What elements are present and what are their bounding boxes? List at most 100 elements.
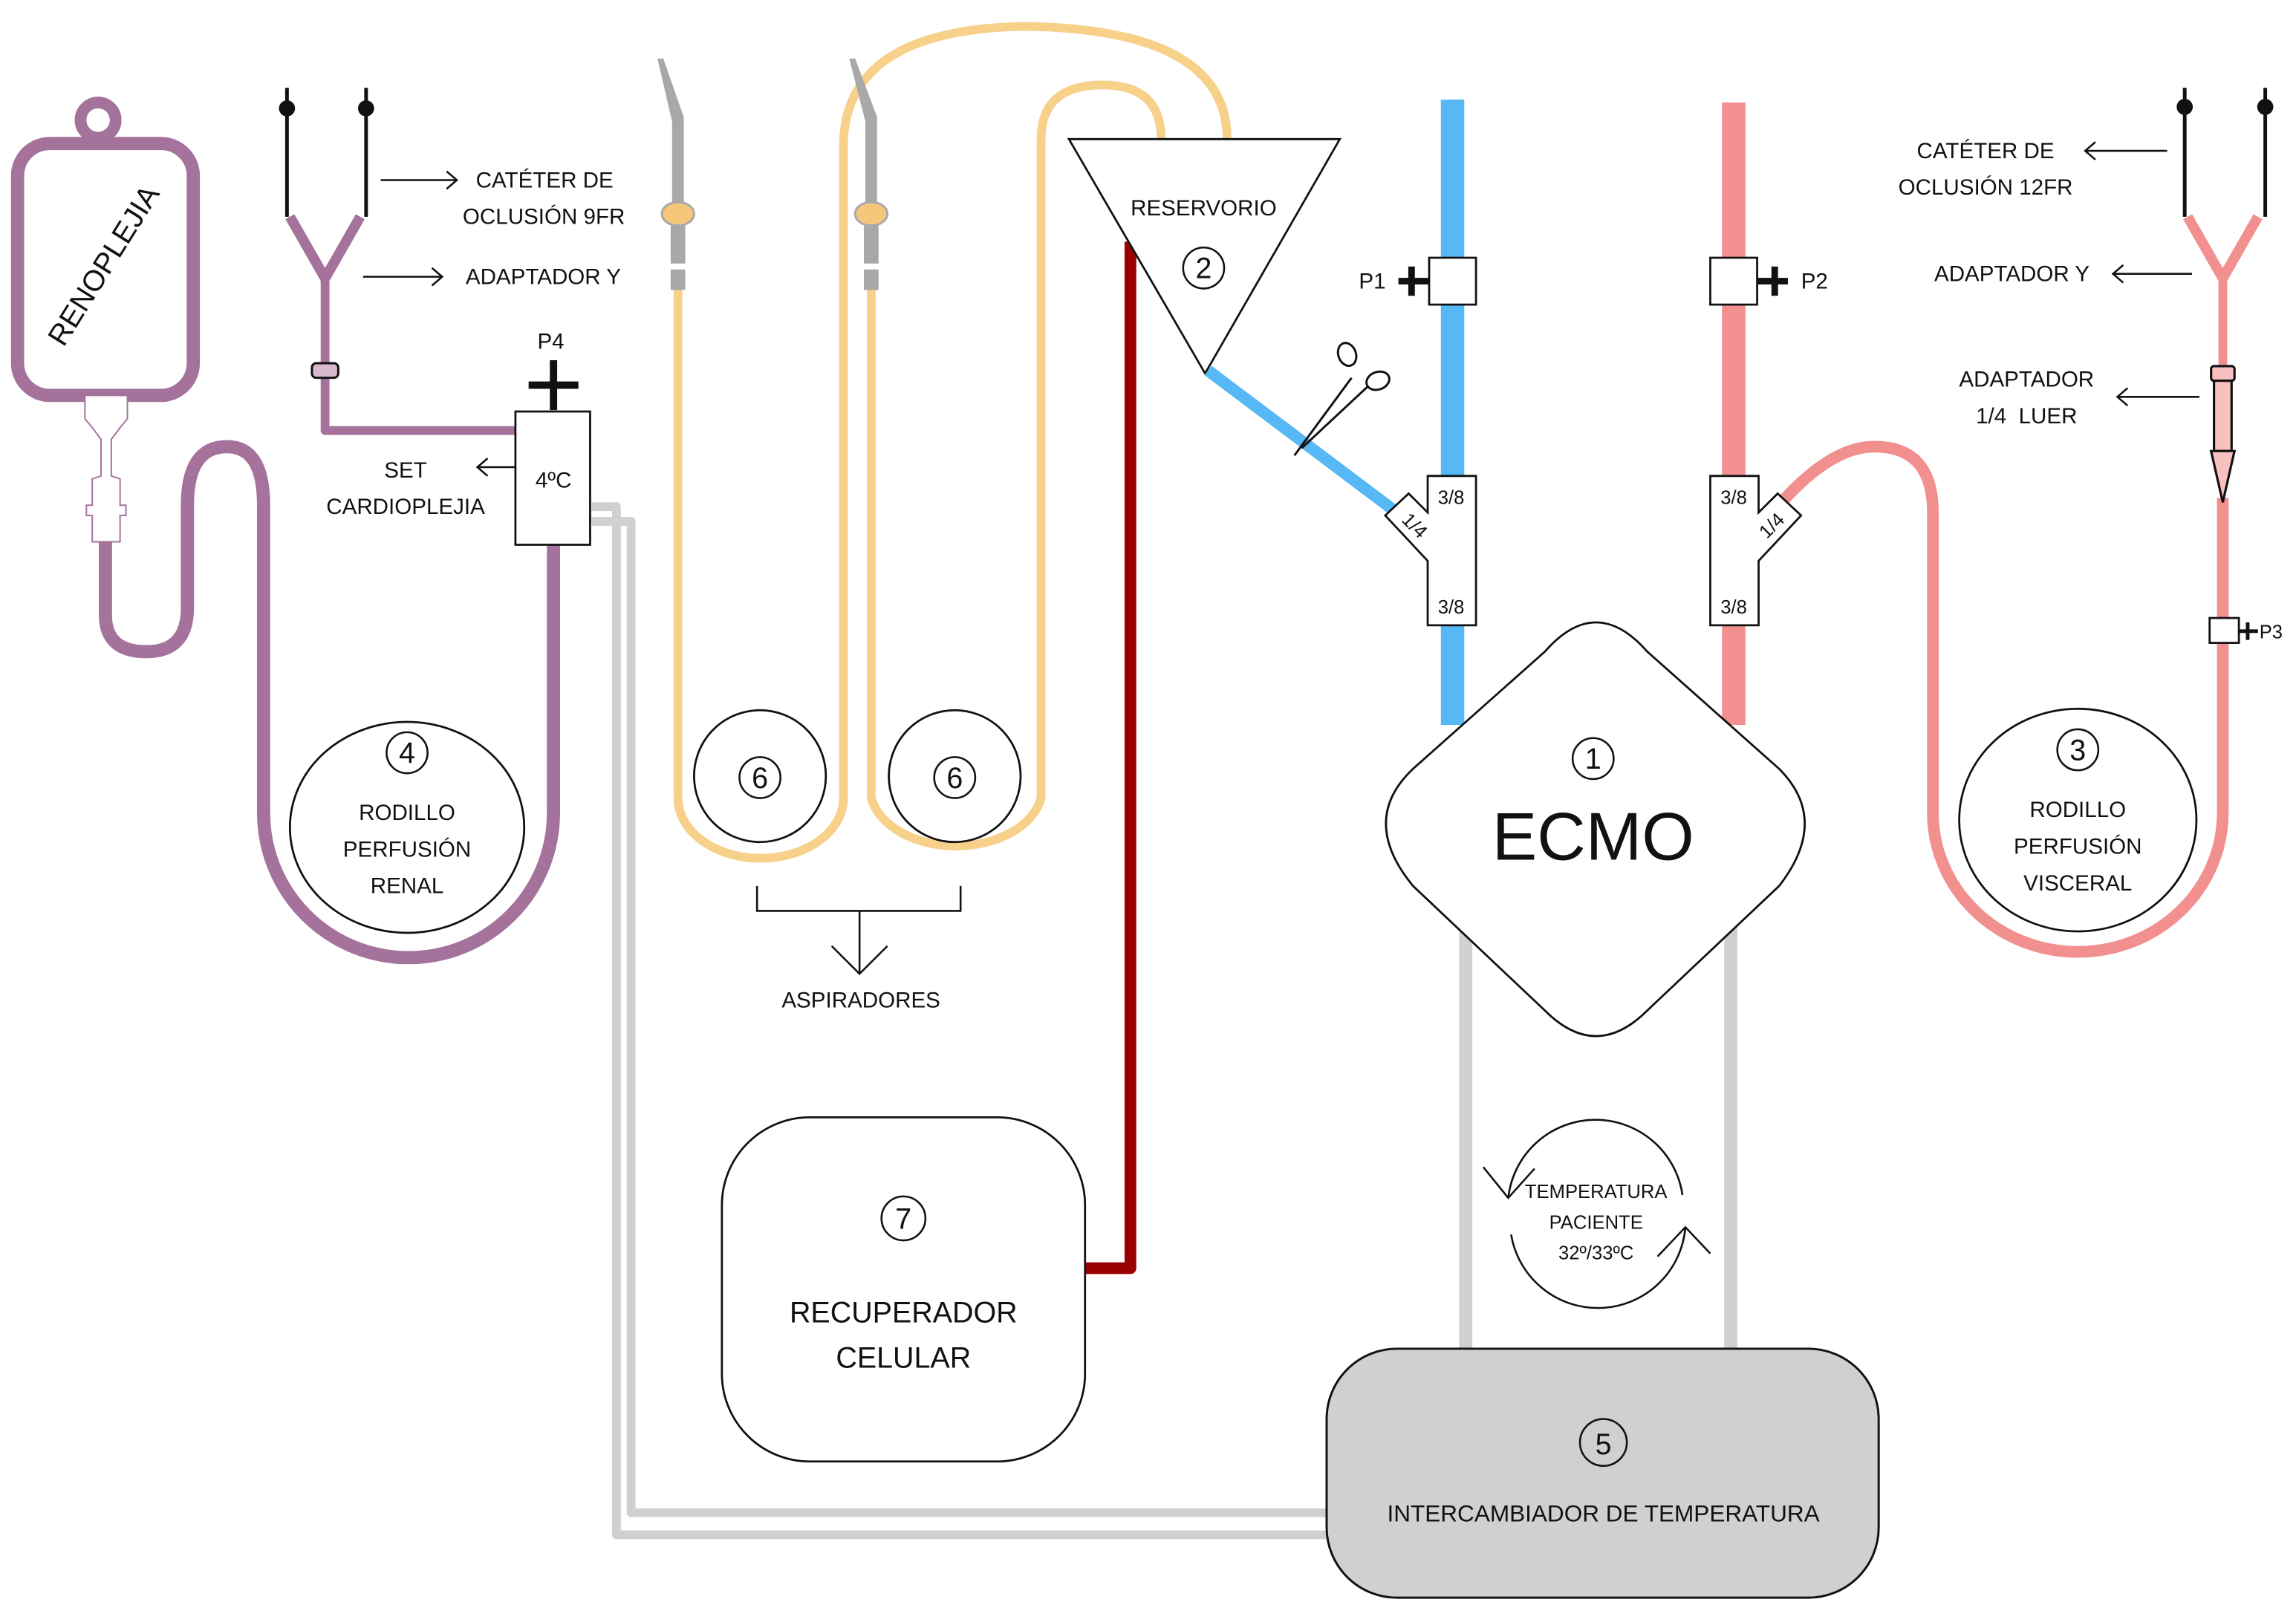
arrow-left-icon (2084, 141, 2167, 160)
renal-roller-line-1: RODILLO (359, 801, 455, 825)
arterial-line: P2 3/8 1/4 3/8 (1709, 102, 2263, 958)
component-number-badge (738, 756, 781, 799)
pressure-port-icon (1757, 266, 1788, 296)
suction-tip-1 (657, 58, 695, 290)
p2-pressure-port: P2 (1709, 256, 1828, 306)
bag-port (84, 394, 129, 543)
renal-roller-pump: 4 RODILLO PERFUSIÓN RENAL (288, 720, 526, 934)
renal-roller-line-3: RENAL (371, 874, 444, 899)
p4-port-icon (528, 360, 579, 411)
visceral-perfusion-tube (1775, 440, 2229, 958)
arrow-left-icon (475, 458, 516, 477)
right-catheter-label-2: OCLUSIÓN 12FR (1899, 175, 2073, 200)
cardioplegia-set: P4 4ºC SET CARDIOPLEJIA (326, 329, 591, 546)
suction-handle-collar (853, 201, 889, 227)
cell-saver-box (721, 1116, 1087, 1463)
cell-saver-line-1: RECUPERADOR (790, 1296, 1018, 1329)
suction-lines (673, 22, 1232, 863)
venous-connector-top: 3/8 (1438, 487, 1465, 508)
bag-hanger-ring (74, 97, 122, 144)
p1-pressure-port: P1 (1359, 256, 1477, 306)
suction-tip-icon (849, 58, 877, 206)
component-number-badge (1571, 737, 1615, 781)
venous-line: P1 3/8 1/4 3/8 (1204, 100, 1477, 725)
component-number-badge (880, 1195, 927, 1242)
right-occlusion-catheter (2176, 88, 2274, 217)
renal-line (99, 214, 561, 965)
renal-roller-number: 4 (399, 737, 415, 769)
bracket (755, 885, 962, 976)
thermal-lines (591, 502, 1737, 1540)
visceral-roller-number: 3 (2069, 734, 2086, 766)
cell-saver: 7 RECUPERADOR CELULAR (721, 1116, 1087, 1463)
suction-line-1 (673, 22, 1232, 863)
cardioplegia-label-2: CARDIOPLEJIA (326, 495, 485, 519)
arrow-right-icon (380, 170, 459, 190)
p1-label: P1 (1359, 269, 1385, 293)
cardioplegia-heat-exchanger (514, 410, 591, 546)
thermal-line-inner (591, 517, 1330, 1517)
suction-line-2 (867, 80, 1166, 850)
suction-2-number: 6 (946, 762, 963, 795)
visceral-roller-pump: 3 RODILLO PERFUSIÓN VISCERAL (1958, 707, 2198, 933)
p2-label: P2 (1801, 269, 1828, 293)
suction-handle-collar (660, 201, 695, 227)
component-number-badge (2056, 728, 2100, 772)
luer-label-2: 1/4 LUER (1976, 404, 2077, 429)
patient-temp-line-3: 32º/33ºC (1558, 1243, 1633, 1264)
patient-temp-line-2: PACIENTE (1549, 1212, 1643, 1233)
visceral-roller-line-3: VISCERAL (2023, 871, 2132, 896)
venous-y-connector (1383, 475, 1477, 627)
catheter-balloon-icon (279, 100, 296, 117)
aspirators-label: ASPIRADORES (781, 989, 940, 1013)
suction-roller-2: 6 (888, 709, 1022, 844)
heat-exchanger-box (1325, 1347, 1880, 1599)
pressure-port-icon (2239, 622, 2258, 640)
arrow-right-icon (362, 267, 444, 287)
catheter-balloon-icon (357, 100, 374, 117)
patient-temp-line-1: TEMPERATURA (1525, 1182, 1668, 1202)
ecmo-number: 1 (1585, 743, 1601, 775)
renal-line-clamp (310, 362, 339, 380)
right-catheter-label-1: CATÉTER DE (1917, 139, 2055, 163)
component-number-badge (1578, 1418, 1628, 1467)
patient-temperature: TEMPERATURA PACIENTE 32º/33ºC (1482, 1119, 1711, 1309)
catheter-balloon-icon (2176, 99, 2193, 115)
cycle-arrow-icon (1510, 1225, 1711, 1309)
arrow-left-icon (2115, 387, 2199, 407)
arterial-connector-bottom: 3/8 (1720, 597, 1747, 618)
component-number-badge (1182, 246, 1226, 290)
reservoir-shape (1067, 137, 1342, 376)
right-y-adapter (2183, 214, 2263, 289)
cardioplegia-temperature: 4ºC (536, 469, 572, 493)
cell-saver-number: 7 (895, 1202, 911, 1235)
aspirators-callout: ASPIRADORES (755, 885, 962, 1013)
reservoir-label: RESERVORIO (1131, 196, 1277, 221)
luer-cap (2210, 365, 2236, 382)
p3-pressure-port: P3 (2208, 616, 2283, 644)
right-catheter-labels: CATÉTER DE OCLUSIÓN 12FR ADAPTADOR Y ADA… (1899, 139, 2199, 429)
cardioplegia-label-1: SET (384, 458, 426, 483)
p4-label: P4 (537, 329, 564, 354)
thermal-line-outer (591, 502, 1330, 1540)
left-catheter-labels: CATÉTER DE OCLUSIÓN 9FR ADAPTADOR Y (362, 168, 625, 290)
cycle-arrow-icon (1482, 1119, 1684, 1199)
reservoir-number: 2 (1195, 253, 1212, 285)
luer-body (2213, 380, 2233, 452)
pressure-port-icon (1398, 266, 1429, 296)
renoplegia-bag: RENOPLEJIA (10, 97, 201, 543)
right-adapter-label: ADAPTADOR Y (1934, 262, 2090, 287)
visceral-roller-line-1: RODILLO (2029, 798, 2126, 822)
arterial-connector: 3/8 1/4 3/8 (1709, 475, 1803, 627)
left-catheter-label-1: CATÉTER DE (476, 168, 614, 192)
renal-tube-from-bag (99, 440, 561, 965)
left-catheter-label-2: OCLUSIÓN 9FR (463, 205, 625, 229)
arrow-left-icon (2111, 264, 2193, 284)
venous-connector-bottom: 3/8 (1438, 597, 1465, 618)
catheter-balloon-icon (2257, 99, 2274, 115)
suction-tip-2 (849, 58, 889, 290)
left-y-adapter (285, 214, 365, 289)
visceral-roller-line-2: PERFUSIÓN (2014, 835, 2141, 859)
ecmo-label: ECMO (1492, 799, 1694, 874)
